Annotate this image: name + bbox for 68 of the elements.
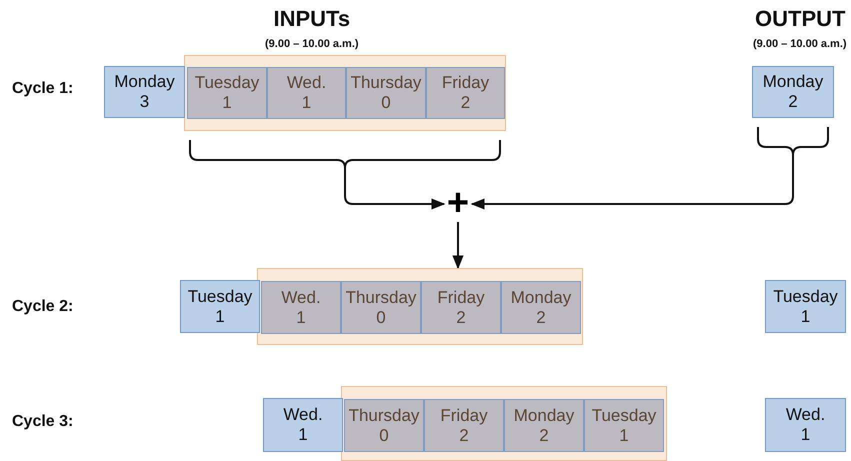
row-label: Cycle 2: [12,298,74,316]
column-heading: INPUTs [274,6,350,32]
day-count-box [187,67,267,119]
count-value: 2 [460,93,470,113]
count-value: 0 [381,93,391,113]
day-count-box [765,280,846,333]
plus-sign: + [444,186,472,222]
day-name: Friday [442,73,490,93]
column-heading: OUTPUT [755,6,846,32]
day-count-box [267,67,346,119]
time-range: (9.00 – 10.00 a.m.) [265,38,359,50]
count-value: 1 [215,306,225,326]
brace-arrow [189,139,501,210]
count-value: 0 [376,308,386,328]
day-name: Monday [514,406,574,426]
day-count-box [180,280,260,333]
sliding-window-frame [257,268,583,345]
day-count-box [263,398,343,452]
arrow [452,222,464,270]
day-count-box [261,281,341,334]
day-name: Monday [510,288,572,308]
count-value: 1 [800,425,810,445]
day-name: Thursday [348,406,420,426]
count-value: 2 [456,308,466,328]
day-name: Wed. [281,288,321,308]
day-name: Thursday [350,73,422,93]
day-count-box [501,281,581,334]
day-count-box [346,67,426,119]
day-count-box [344,399,424,452]
count-value: 1 [298,425,308,445]
count-value: 1 [619,426,629,446]
count-value: 2 [459,426,469,446]
count-value: 1 [302,93,312,113]
day-count-box [341,281,421,334]
time-range: (9.00 – 10.00 a.m.) [753,38,847,50]
count-value: 3 [140,92,150,112]
brace-arrow [470,126,829,210]
day-count-box [584,399,664,452]
count-value: 0 [379,426,389,446]
day-name: Monday [762,72,824,92]
row-label: Cycle 1: [12,80,74,98]
count-value: 1 [296,308,306,328]
day-name: Friday [437,288,485,308]
day-count-box [421,281,501,334]
day-name: Tuesday [592,406,656,426]
count-value: 2 [536,308,546,328]
count-value: 1 [222,93,232,113]
count-value: 1 [800,306,810,326]
day-name: Friday [440,406,488,426]
day-count-box [752,66,834,118]
sliding-window-frame [341,386,667,461]
day-count-box [424,399,504,452]
day-name: Tuesday [188,286,252,306]
day-name: Wed. [283,405,323,425]
day-count-box [504,399,584,452]
day-name: Monday [114,72,175,92]
count-value: 2 [539,426,549,446]
day-count-box [426,67,505,119]
day-name: Thursday [346,288,416,308]
day-name: Tuesday [773,286,838,306]
count-value: 2 [788,92,798,112]
day-count-box [104,66,185,118]
day-name: Wed. [286,73,326,93]
day-name: Wed. [786,405,826,425]
day-count-box [765,398,846,452]
day-name: Tuesday [194,73,260,93]
sliding-window-frame [184,55,506,131]
row-label: Cycle 3: [12,413,74,431]
